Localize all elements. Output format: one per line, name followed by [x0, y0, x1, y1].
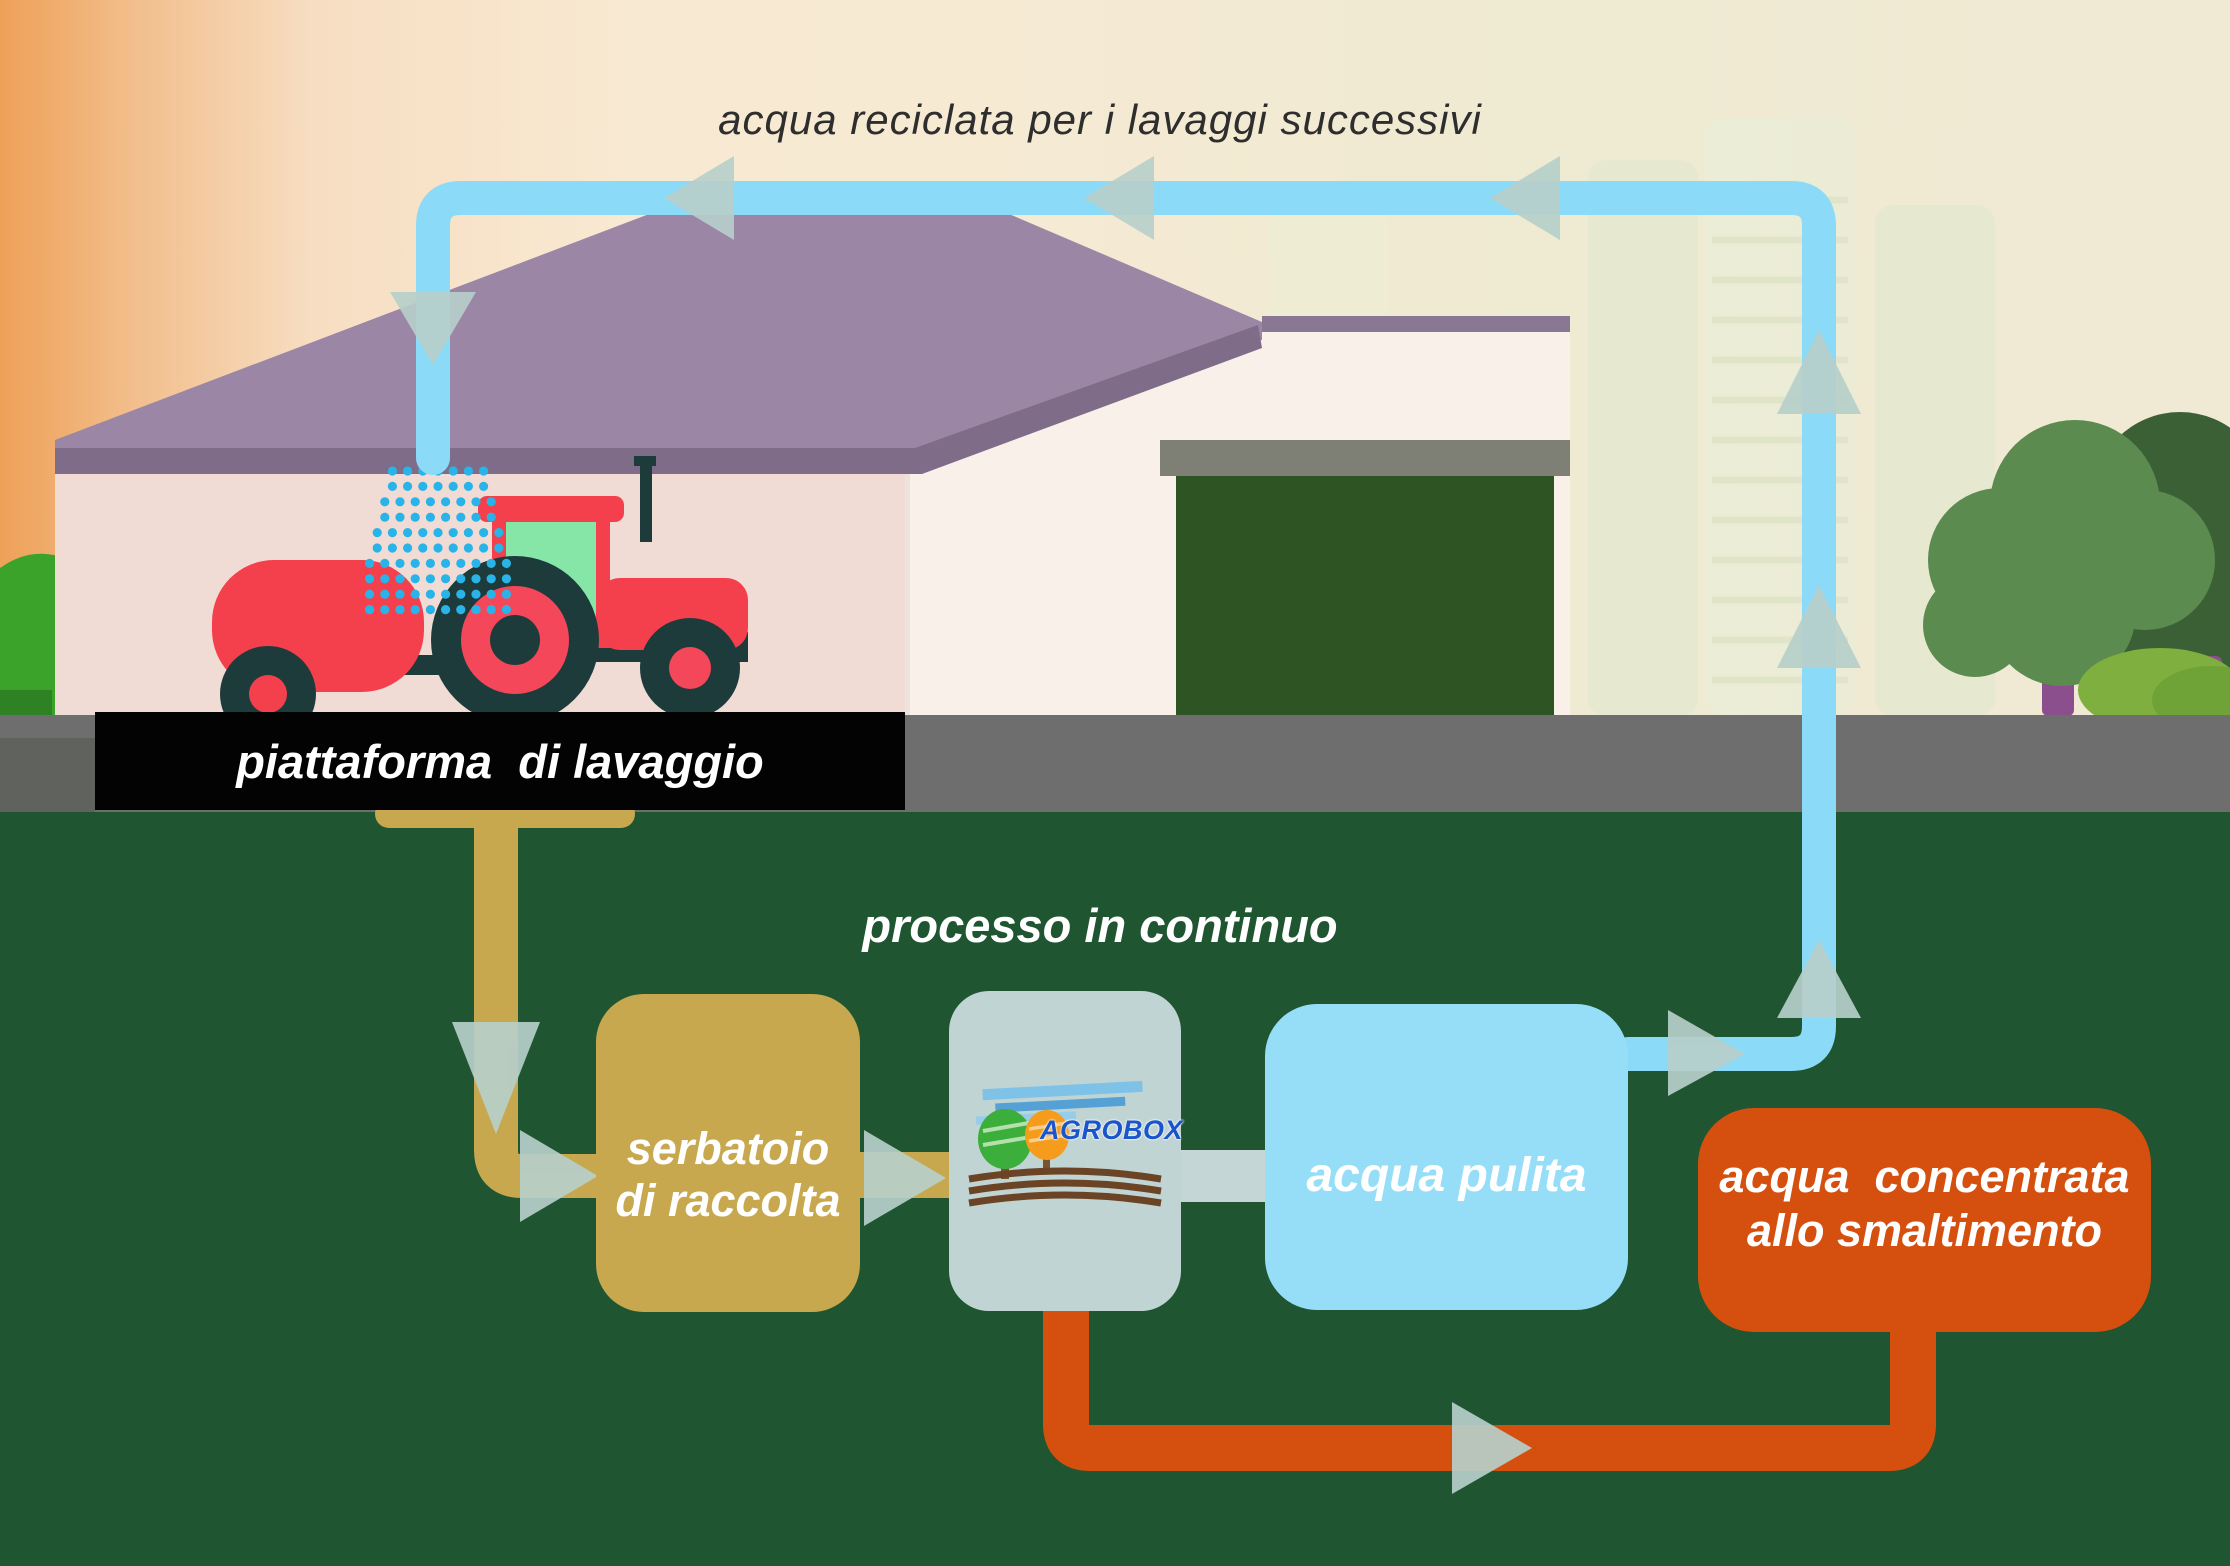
flow-arrow-left-1-icon [664, 156, 734, 240]
platform-label: piattaforma di lavaggio [236, 734, 764, 788]
barn-roof-fascia [55, 325, 1262, 474]
agrobox-box: AGROBOX [949, 991, 1183, 1311]
concentrate-label-line1: acqua concentrata [1719, 1151, 2130, 1202]
tractor [212, 456, 748, 742]
clean-water-label: acqua pulita [1306, 1148, 1587, 1202]
recycled-water-pipe [416, 181, 1836, 1071]
agrobox-logo: AGROBOX [955, 1079, 1183, 1219]
recycled-water-caption: acqua reciclata per i lavaggi successivi [718, 96, 1482, 143]
barn-roof [55, 205, 1262, 452]
trees-right [1923, 412, 2230, 734]
flow-arrow-drain-down-icon [452, 1022, 540, 1134]
flow-arrow-into-agrobox-icon [864, 1130, 946, 1226]
concentrate-label-line2: allo smaltimento [1746, 1205, 2103, 1256]
door-lintel [1160, 440, 1570, 476]
flow-arrow-left-3-icon [1490, 156, 1560, 240]
flow-arrow-down-roof-icon [390, 292, 476, 365]
flow-arrow-waste-icon [1452, 1402, 1532, 1494]
flow-arrow-clean-out-icon [1668, 1010, 1745, 1096]
platform-banner: piattaforma di lavaggio [95, 712, 905, 810]
flow-arrow-up-3-icon [1777, 940, 1861, 1018]
agrobox-logo-art-icon [968, 1080, 1162, 1207]
agrobox-brand-label: AGROBOX [1040, 1115, 1184, 1145]
clean-water-box: acqua pulita [1265, 1004, 1628, 1310]
flow-arrow-up-2-icon [1777, 585, 1861, 668]
barn-door [1176, 476, 1554, 718]
concentrate-box: acqua concentrata allo smaltimento [1698, 1108, 2151, 1332]
process-caption: processo in continuo [862, 899, 1338, 952]
flow-arrow-up-1-icon [1777, 330, 1861, 414]
flow-arrows [390, 156, 1861, 1494]
flow-arrow-left-2-icon [1084, 156, 1154, 240]
tank-label-line1: serbatoio [626, 1123, 830, 1174]
water-spray-dots [365, 466, 511, 615]
tank-box: serbatoio di raccolta [596, 994, 860, 1312]
flow-arrow-into-tank-icon [520, 1130, 598, 1222]
tank-label-line2: di raccolta [615, 1175, 841, 1226]
